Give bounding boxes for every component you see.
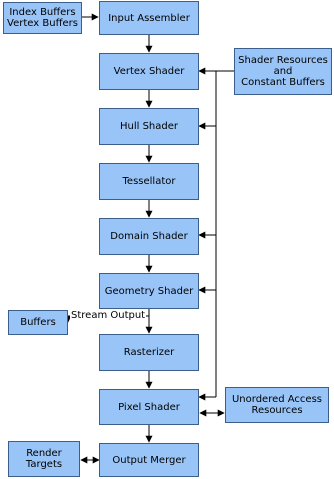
vertex-shader-box: Vertex Shader (99, 53, 199, 90)
vertex-buffers-label: Vertex Buffers (7, 18, 78, 29)
index-buffers-label: Index Buffers (9, 7, 76, 18)
output-merger-box: Output Merger (99, 443, 199, 477)
resources-label: Resources (251, 405, 303, 416)
render-label: Render (26, 448, 62, 459)
render-targets-box: Render Targets (8, 441, 80, 477)
rasterizer-box: Rasterizer (99, 334, 199, 371)
pixel-shader-box: Pixel Shader (99, 389, 199, 425)
vertex-shader-label: Vertex Shader (113, 66, 185, 77)
unordered-access-label: Unordered Access (231, 394, 322, 405)
constant-buffers-label: Constant Buffers (241, 77, 325, 88)
targets-label: Targets (25, 459, 63, 470)
index-vertex-buffers-box: Index Buffers Vertex Buffers (3, 2, 82, 34)
tessellator-box: Tessellator (99, 163, 199, 200)
buffers-box: Buffers (8, 310, 68, 335)
output-merger-label: Output Merger (112, 454, 186, 466)
domain-shader-label: Domain Shader (110, 231, 188, 242)
tessellator-label: Tessellator (122, 176, 176, 187)
shader-resources-box: Shader Resources and Constant Buffers (234, 48, 332, 95)
pixel-shader-label: Pixel Shader (118, 401, 180, 413)
shader-resources-and-label: and (273, 66, 293, 77)
domain-shader-box: Domain Shader (99, 218, 199, 255)
stream-output-label: Stream Output (70, 310, 147, 321)
geometry-shader-box: Geometry Shader (99, 273, 199, 309)
buffers-label: Buffers (20, 317, 56, 328)
hull-shader-label: Hull Shader (119, 121, 179, 132)
input-assembler-box: Input Assembler (99, 1, 199, 35)
unordered-access-resources-box: Unordered Access Resources (225, 387, 329, 423)
geometry-shader-label: Geometry Shader (104, 285, 194, 297)
shader-resources-label: Shader Resources (238, 55, 328, 66)
input-assembler-label: Input Assembler (108, 12, 190, 24)
rasterizer-label: Rasterizer (123, 347, 175, 358)
hull-shader-box: Hull Shader (99, 108, 199, 145)
